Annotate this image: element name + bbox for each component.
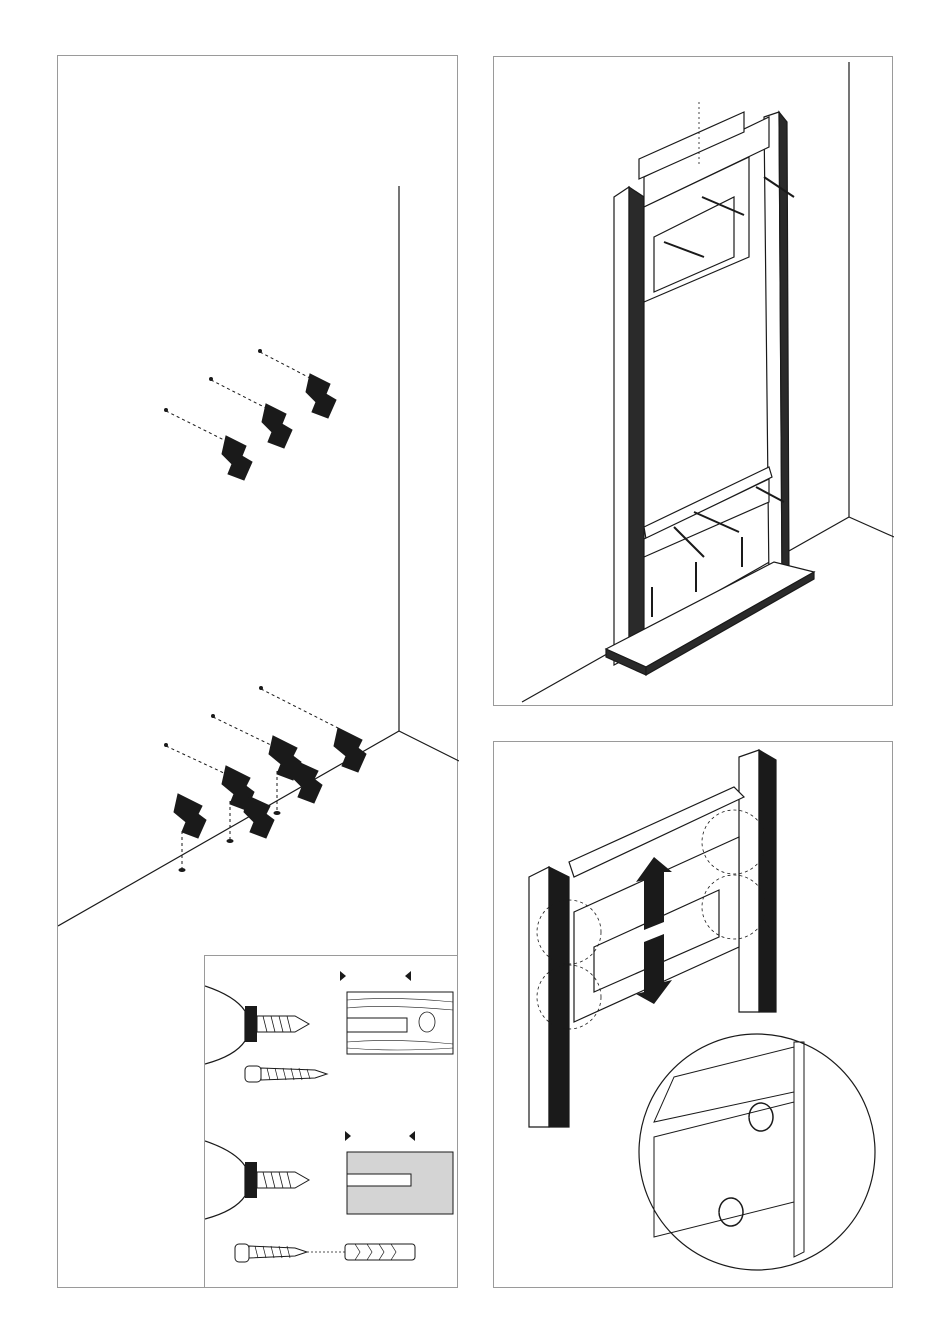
drill-depth-marker xyxy=(340,971,411,981)
frame-installation-panel xyxy=(493,56,893,706)
concrete-drill-detail xyxy=(205,1141,309,1219)
wood-sample-icon xyxy=(347,992,453,1054)
fastener-detail xyxy=(205,956,459,1289)
magnified-detail xyxy=(639,1034,875,1270)
wood-drill-detail xyxy=(205,986,309,1064)
floor-right-line xyxy=(399,731,459,761)
upper-drill-group xyxy=(165,350,337,481)
lower-drill-group xyxy=(165,687,367,872)
frame-installation-illustration xyxy=(494,57,894,707)
concrete-sample-icon xyxy=(347,1152,453,1214)
drill-icon xyxy=(174,794,206,838)
drill-icon xyxy=(292,761,322,803)
drill-depth-marker xyxy=(345,1131,415,1141)
adjustment-panel xyxy=(493,741,893,1288)
drill-icon xyxy=(165,409,253,481)
adjustment-illustration xyxy=(494,742,894,1289)
fastener-detail-box xyxy=(204,955,458,1288)
drill-icon xyxy=(244,796,274,838)
installation-frame xyxy=(606,112,814,675)
concrete-screw-and-plug-icon xyxy=(235,1244,415,1262)
drill-icon xyxy=(210,378,293,449)
wood-screw-icon xyxy=(245,1066,327,1082)
